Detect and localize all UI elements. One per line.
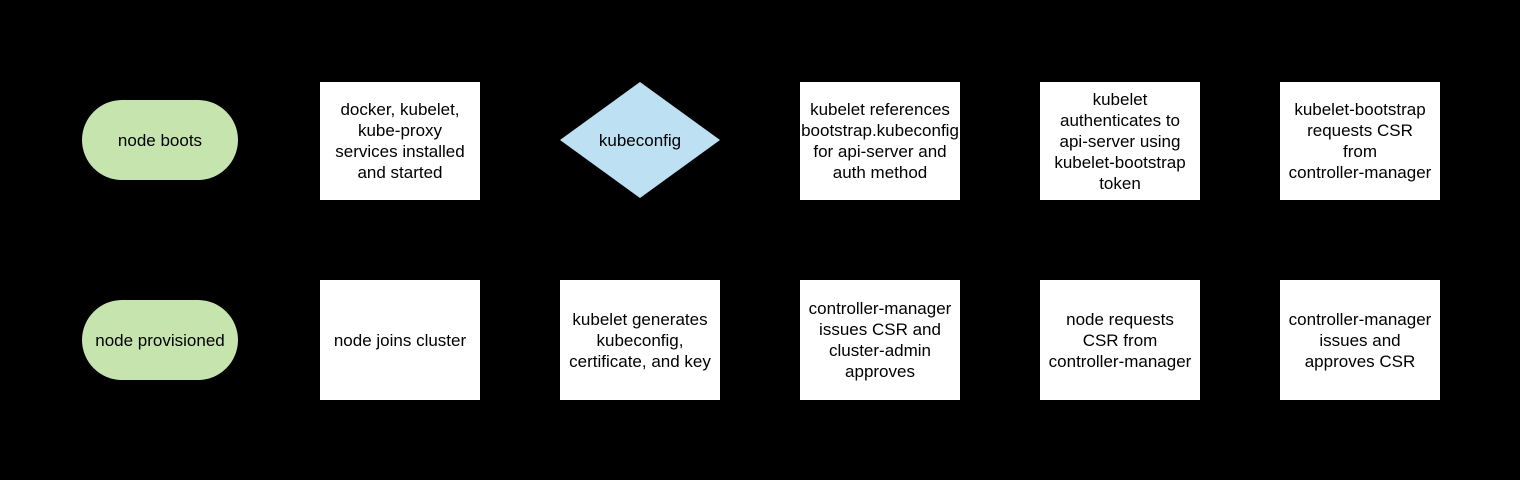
process-node-requests-csr: node requests CSR from controller-manage… [1040,280,1200,400]
process-services-installed-label: docker, kubelet, kube-proxy services ins… [335,100,465,182]
process-kubelet-generates-kubeconfig-label: kubelet generates kubeconfig, certificat… [569,309,711,371]
process-kubelet-references-bootstrap-kubeconfig: kubelet references bootstrap.kubeconfig … [800,82,960,200]
decision-kubeconfig-label: kubeconfig [598,130,682,150]
terminal-node-boots: node boots [82,100,238,180]
process-node-joins-cluster-label: node joins cluster [333,330,467,350]
process-kubelet-references-label: kubelet references bootstrap.kubeconfig … [801,100,959,182]
process-kubelet-bootstrap-requests-csr-label: kubelet-bootstrap requests CSR from cont… [1288,100,1432,182]
process-controller-manager-issues-csr: controller-manager issues CSR and cluste… [800,280,960,400]
process-controller-manager-approves-csr-label: controller-manager issues and approves C… [1288,309,1432,371]
process-node-requests-csr-label: node requests CSR from controller-manage… [1048,309,1192,371]
terminal-node-provisioned-label: node provisioned [95,330,225,350]
decision-kubeconfig: kubeconfig [560,82,720,198]
process-kubelet-authenticates-label: kubelet authenticates to api-server usin… [1054,89,1186,193]
process-kubelet-authenticates: kubelet authenticates to api-server usin… [1040,82,1200,200]
process-kubelet-generates-kubeconfig: kubelet generates kubeconfig, certificat… [560,280,720,400]
terminal-node-boots-label: node boots [117,130,203,150]
process-node-joins-cluster: node joins cluster [320,280,480,400]
process-controller-manager-approves-csr: controller-manager issues and approves C… [1280,280,1440,400]
process-controller-manager-issues-csr-label: controller-manager issues CSR and cluste… [808,299,952,381]
terminal-node-provisioned: node provisioned [82,300,238,380]
process-kubelet-bootstrap-requests-csr: kubelet-bootstrap requests CSR from cont… [1280,82,1440,200]
process-services-installed: docker, kubelet, kube-proxy services ins… [320,82,480,200]
